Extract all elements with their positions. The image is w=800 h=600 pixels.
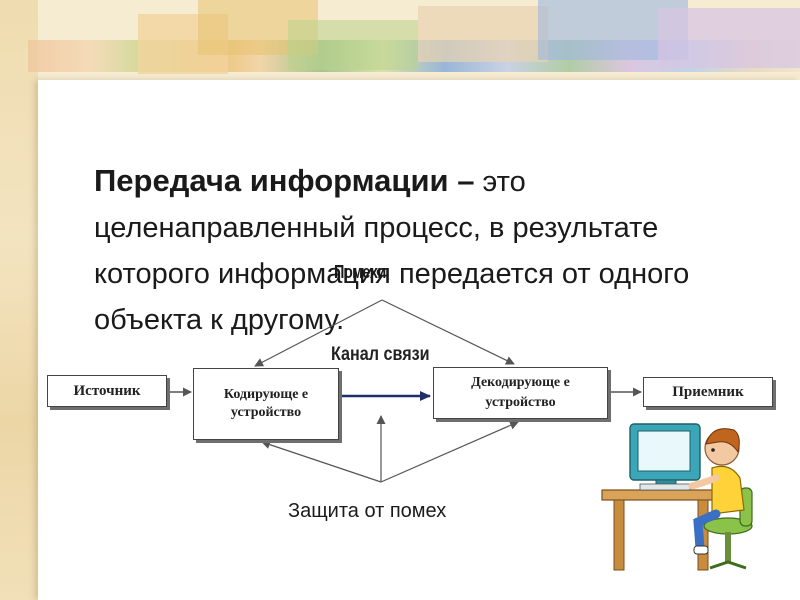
noise-line-right — [381, 299, 515, 365]
slide-area — [38, 80, 800, 600]
side-texture — [0, 0, 38, 600]
definition-heading: Передача информации – это целенаправленн… — [94, 158, 754, 343]
protection-line-right — [380, 421, 519, 483]
receiver-label: Приемник — [672, 383, 744, 400]
decoder-label: Декодирующе е устройство — [471, 375, 570, 410]
noise-label: Помехи — [334, 262, 386, 282]
heading-definition: это целенаправленный процесс, в результа… — [94, 166, 690, 336]
receiver-box: Приемник — [643, 377, 773, 407]
source-box: Источник — [47, 375, 167, 407]
protection-label: Защита от помех — [288, 500, 447, 522]
heading-term: Передача информации – — [94, 163, 475, 198]
encoder-label: Кодирующе е устройство — [223, 387, 309, 420]
protection-line-left — [261, 440, 382, 483]
encoder-box: Кодирующе е устройство — [193, 368, 339, 440]
decoder-box: Декодирующе е устройство — [433, 367, 608, 419]
child-at-computer-illustration — [601, 423, 753, 571]
source-label: Источник — [73, 382, 141, 399]
noise-line-left — [254, 299, 383, 367]
channel-label: Канал связи — [331, 344, 430, 365]
decorative-banner — [28, 0, 800, 100]
